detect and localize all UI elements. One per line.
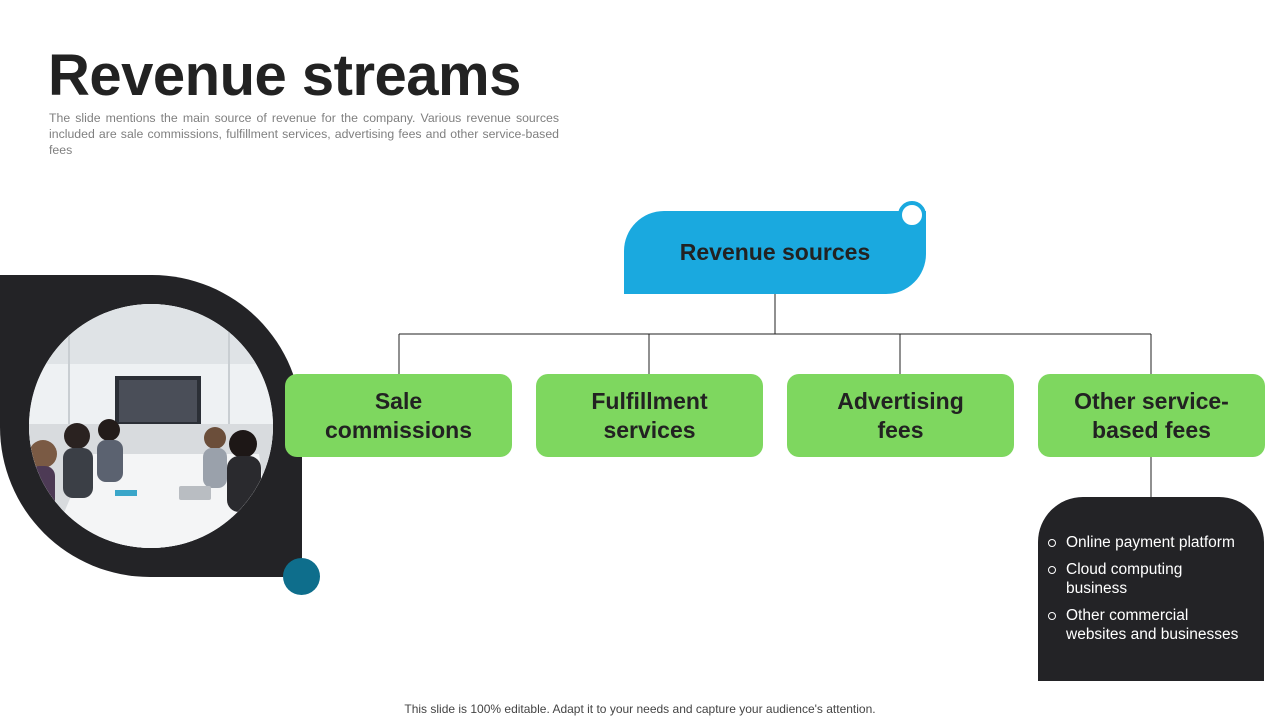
child-label-line1: Other service- bbox=[1074, 387, 1229, 414]
child-label-line1: Fulfillment bbox=[591, 387, 708, 414]
circle-bullet-icon bbox=[1048, 612, 1056, 620]
child-label-line2: fees bbox=[877, 416, 924, 443]
child-node-label: Advertising fees bbox=[837, 387, 964, 445]
child-label-line2: based fees bbox=[1092, 416, 1211, 443]
detail-item: Cloud computing business bbox=[1048, 560, 1250, 598]
slide-title: Revenue streams bbox=[48, 43, 521, 108]
child-node-label: Fulfillment services bbox=[591, 387, 707, 445]
child-label-line2: commissions bbox=[325, 416, 472, 443]
child-label-line2: services bbox=[603, 416, 696, 443]
meeting-photo-illustration bbox=[29, 304, 273, 548]
child-node-label: Sale commissions bbox=[325, 387, 472, 445]
child-label-line1: Sale bbox=[374, 387, 423, 414]
child-node-advertising-fees: Advertising fees bbox=[787, 374, 1014, 457]
detail-text: websites and businesses bbox=[1066, 626, 1239, 643]
detail-text: Cloud computing bbox=[1066, 561, 1183, 578]
slide-footer: This slide is 100% editable. Adapt it to… bbox=[404, 702, 876, 716]
detail-text: Online payment platform bbox=[1066, 534, 1235, 551]
child-node-fulfillment-services: Fulfillment services bbox=[536, 374, 763, 457]
decorative-ring bbox=[898, 201, 926, 229]
detail-text: Other commercial bbox=[1066, 607, 1189, 624]
meeting-photo bbox=[29, 304, 273, 548]
circle-bullet-icon bbox=[1048, 539, 1056, 547]
slide-subtitle: The slide mentions the main source of re… bbox=[49, 111, 559, 157]
child-node-other-service-fees: Other service- based fees bbox=[1038, 374, 1265, 457]
root-node: Revenue sources bbox=[624, 211, 926, 294]
detail-item: Other commercial websites and businesses bbox=[1048, 606, 1250, 644]
decorative-dot bbox=[283, 558, 320, 595]
child-node-sale-commissions: Sale commissions bbox=[285, 374, 512, 457]
child-node-label: Other service- based fees bbox=[1074, 387, 1229, 445]
detail-item: Online payment platform bbox=[1048, 533, 1250, 552]
root-node-label: Revenue sources bbox=[679, 239, 871, 265]
detail-list: Online payment platform Cloud computing … bbox=[1048, 533, 1250, 644]
child-label-line1: Advertising bbox=[837, 387, 964, 414]
detail-box-other-services: Online payment platform Cloud computing … bbox=[1038, 497, 1264, 681]
circle-bullet-icon bbox=[1048, 566, 1056, 574]
detail-text: business bbox=[1066, 580, 1128, 597]
